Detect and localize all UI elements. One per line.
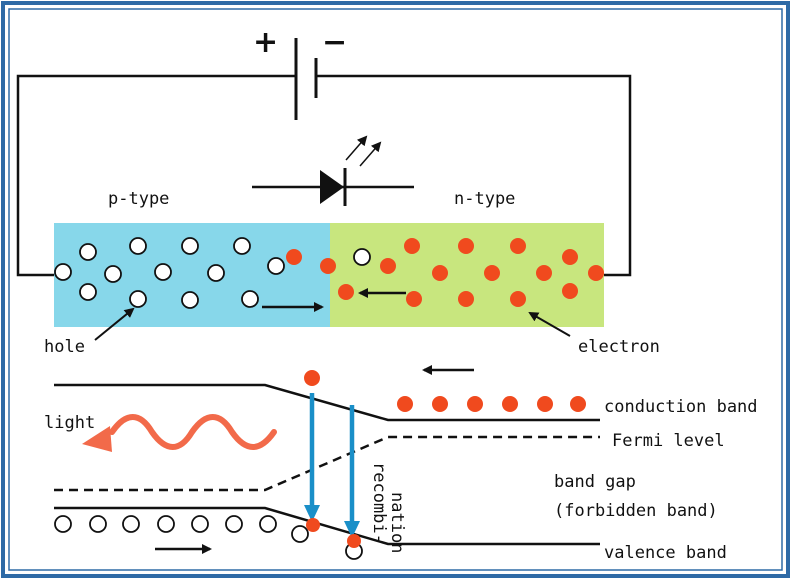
hole-dot <box>89 515 107 533</box>
recombination-label-line2: nation <box>387 492 407 553</box>
hole-dot <box>241 290 259 308</box>
conduction-electrons <box>304 370 586 412</box>
electron-dot <box>588 265 604 281</box>
hole-dot <box>353 248 371 266</box>
hole-dot <box>54 515 72 533</box>
electron-dot <box>458 238 474 254</box>
band-gap-label: band gap <box>554 472 636 492</box>
electron-dot <box>484 265 500 281</box>
electron-dot <box>397 396 413 412</box>
hole-dot <box>79 283 97 301</box>
electron-dot <box>338 284 354 300</box>
battery-minus-sign: − <box>322 25 347 60</box>
battery-plus-sign: + <box>253 25 278 60</box>
recombined-electron-dot <box>347 534 361 548</box>
electron-label: electron <box>578 337 660 357</box>
fermi-level-line <box>54 435 600 492</box>
electron-dot <box>458 291 474 307</box>
electron-dot <box>406 291 422 307</box>
hole-dot <box>207 264 225 282</box>
light-wave-icon <box>82 414 277 452</box>
electron-dot <box>432 396 448 412</box>
recombination-label-line1: recombi- <box>369 462 389 544</box>
electron-dot <box>432 265 448 281</box>
hole-dot <box>267 257 285 275</box>
circuit-wires <box>16 74 632 277</box>
electron-dot <box>502 396 518 412</box>
recombined-electron-dot <box>306 518 320 532</box>
holes <box>54 237 371 309</box>
hole-dot <box>154 263 172 281</box>
electron-dot <box>510 291 526 307</box>
hole-dot <box>104 265 122 283</box>
conduction-band-line <box>54 383 600 422</box>
hole-dot <box>129 237 147 255</box>
hole-dot <box>233 237 251 255</box>
electron-dot <box>467 396 483 412</box>
hole-dot <box>181 291 199 309</box>
hole-dot <box>225 515 243 533</box>
valence-band-line <box>54 506 600 546</box>
electrons <box>286 238 604 307</box>
electron-pointer-arrow <box>528 312 571 337</box>
electron-dot <box>537 396 553 412</box>
hole-dot <box>157 515 175 533</box>
fermi-level-label: Fermi level <box>612 431 725 451</box>
electron-dot <box>304 370 320 386</box>
hole-pointer-arrow <box>94 307 135 341</box>
conduction-band-label: conduction band <box>604 397 758 417</box>
hole-dot <box>191 515 209 533</box>
recombination-arrows <box>304 393 360 538</box>
electron-dot <box>320 258 336 274</box>
n-type-label: n-type <box>454 189 515 209</box>
electron-dot <box>510 238 526 254</box>
led-diode-symbol-icon <box>252 135 414 206</box>
electron-dot <box>562 283 578 299</box>
p-type-label: p-type <box>108 189 169 209</box>
electron-dot <box>570 396 586 412</box>
electron-dot <box>380 258 396 274</box>
hole-dot <box>79 243 97 261</box>
valence-holes <box>54 515 363 560</box>
hole-dot <box>54 263 72 281</box>
electron-dot <box>286 249 302 265</box>
hole-label: hole <box>44 337 85 357</box>
hole-dot <box>129 290 147 308</box>
electron-dot <box>562 249 578 265</box>
frame-inner-border <box>8 8 783 571</box>
band-lines <box>54 383 600 546</box>
hole-dot <box>291 525 309 543</box>
forbidden-band-label: (forbidden band) <box>554 501 718 521</box>
hole-dot <box>181 237 199 255</box>
light-label: light <box>44 413 95 433</box>
electron-dot <box>404 238 420 254</box>
valence-band-label: valence band <box>604 543 727 563</box>
hole-dot <box>122 515 140 533</box>
electron-dot <box>536 265 552 281</box>
battery-symbol-icon <box>294 38 318 120</box>
hole-dot <box>259 515 277 533</box>
